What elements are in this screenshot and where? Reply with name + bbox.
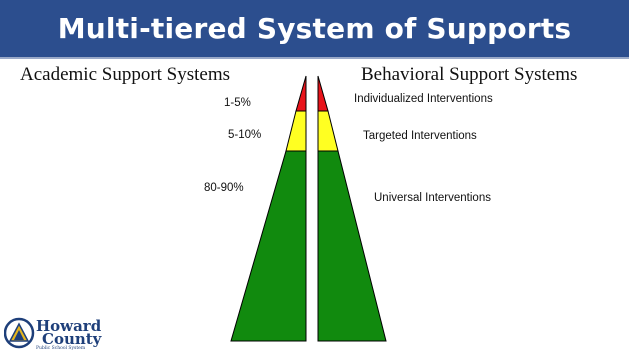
academic-tier-3-label: 80-90%: [204, 182, 244, 194]
academic-tier-1: [295, 75, 307, 112]
academic-heading: Academic Support Systems: [20, 64, 231, 85]
behavioral-tier-3-label: Universal Interventions: [374, 192, 491, 204]
logo-subtitle: Public School System: [36, 346, 86, 351]
logo-line1: Howard: [36, 317, 102, 335]
howard-county-logo: Howard County Public School System: [4, 316, 114, 352]
slide-title: Multi-tiered System of Supports: [57, 12, 572, 45]
behavioral-tier-2-label: Targeted Interventions: [363, 130, 477, 142]
title-bar: Multi-tiered System of Supports: [0, 0, 629, 59]
academic-tier-3: [230, 150, 307, 342]
academic-tier-2-label: 5-10%: [228, 129, 262, 141]
behavioral-tier-2: [317, 110, 339, 152]
academic-tier-1-label: 1-5%: [224, 97, 251, 109]
behavioral-tier-1-label: Individualized Interventions: [354, 93, 493, 105]
behavioral-tier-1: [317, 75, 329, 112]
school-emblem-icon: [4, 317, 35, 349]
academic-tier-2: [285, 110, 307, 152]
behavioral-heading: Behavioral Support Systems: [361, 64, 578, 85]
behavioral-tier-3: [317, 150, 387, 342]
logo-line2: County: [42, 330, 102, 348]
